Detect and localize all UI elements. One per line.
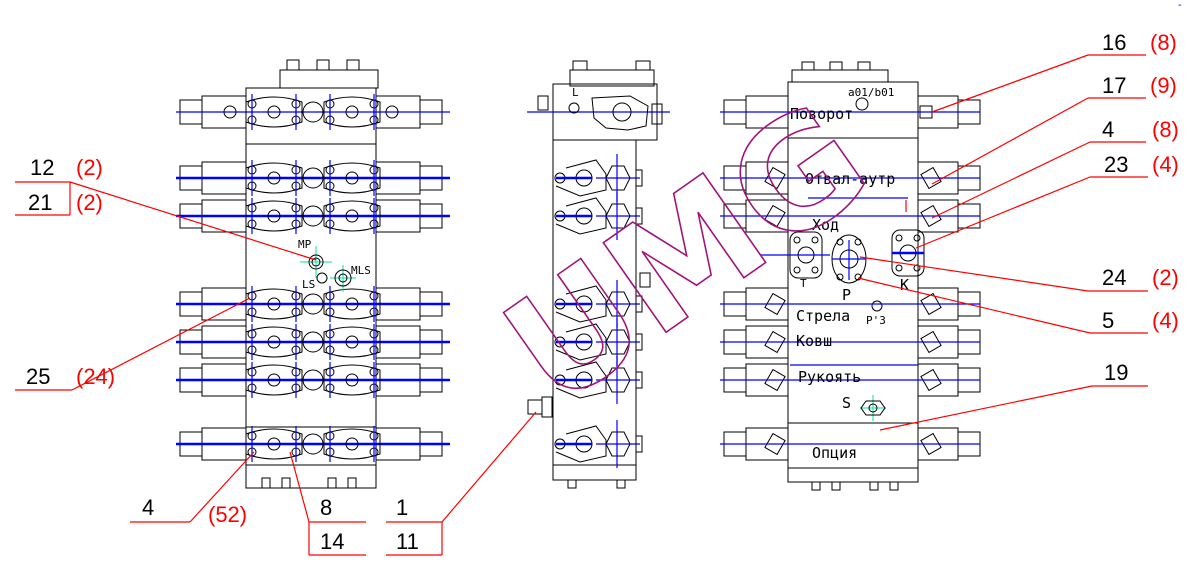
callout-item: 8 bbox=[320, 495, 332, 520]
elbow-fitting-icon bbox=[764, 166, 786, 190]
section-bucket-label: Ковш bbox=[796, 332, 832, 350]
callout-item: 5 bbox=[1102, 308, 1114, 333]
elbow-fitting-icon bbox=[764, 432, 786, 456]
plug-icon bbox=[302, 433, 324, 455]
section-boom-label: Стрела bbox=[796, 307, 850, 325]
spool-row bbox=[176, 426, 450, 462]
plug-icon bbox=[302, 369, 324, 391]
svg-text:L: L bbox=[572, 86, 579, 99]
spool-row bbox=[176, 324, 450, 360]
plug-icon bbox=[302, 167, 324, 189]
callout-qty: (9) bbox=[1150, 73, 1177, 98]
flange-p bbox=[831, 234, 867, 284]
flange-t bbox=[760, 231, 830, 279]
spool-row bbox=[176, 94, 450, 130]
side-section bbox=[554, 318, 643, 366]
mp-port-label: MP bbox=[298, 238, 312, 251]
callout-sub-item: 14 bbox=[320, 529, 344, 554]
port-s-label: S bbox=[842, 394, 851, 412]
elbow-fitting-icon bbox=[920, 330, 942, 354]
spool-row bbox=[176, 198, 450, 234]
callout-item: 17 bbox=[1102, 73, 1126, 98]
elbow-fitting-icon bbox=[764, 292, 786, 316]
callout-qty: (4) bbox=[1152, 308, 1179, 333]
callout-item: 19 bbox=[1104, 360, 1128, 385]
port-p-label: P bbox=[842, 286, 851, 304]
elbow-fitting-icon bbox=[920, 166, 942, 190]
port-t-label: T bbox=[800, 277, 807, 290]
callout-item: 21 bbox=[28, 190, 52, 215]
callout-qty: (2) bbox=[76, 155, 103, 180]
callout-qty: (4) bbox=[1152, 152, 1179, 177]
callout-qty: (2) bbox=[1152, 265, 1179, 290]
callout-item: 4 bbox=[1102, 117, 1114, 142]
elbow-fitting-icon bbox=[764, 204, 786, 228]
callout-qty: (24) bbox=[76, 364, 115, 389]
elbow-fitting-icon bbox=[920, 292, 942, 316]
section-swing-label: Поворот bbox=[790, 105, 853, 123]
callout-item: 24 bbox=[1102, 265, 1126, 290]
port-p3-label: P'3 bbox=[866, 314, 886, 327]
callout-item: 25 bbox=[26, 364, 50, 389]
callout-sub-item: 11 bbox=[396, 529, 419, 554]
callout-item: 1 bbox=[396, 495, 408, 520]
callout-item: 4 bbox=[142, 495, 154, 520]
section-blade-label: Отвал-аутр bbox=[805, 170, 895, 188]
elbow-fitting-icon bbox=[764, 368, 786, 392]
section-travel-label: Ход bbox=[812, 216, 839, 234]
elbow-fitting-icon bbox=[920, 368, 942, 392]
spool-row bbox=[176, 286, 450, 322]
spool-row bbox=[176, 362, 450, 398]
flange-k bbox=[891, 229, 925, 277]
front-view: MP LS MLS bbox=[176, 59, 450, 489]
callout-item: 16 bbox=[1102, 30, 1126, 55]
leader-lines bbox=[15, 54, 1148, 556]
callout-item: 23 bbox=[1104, 152, 1128, 177]
callout-qty: (2) bbox=[76, 190, 103, 215]
elbow-fitting-icon bbox=[764, 330, 786, 354]
top-port-label: a01/b01 bbox=[848, 86, 894, 99]
plug-icon bbox=[302, 205, 324, 227]
plug-icon bbox=[302, 331, 324, 353]
section-arm-label: Рукоять bbox=[798, 368, 861, 386]
side-section bbox=[554, 356, 643, 404]
side-section bbox=[554, 192, 643, 240]
side-section bbox=[554, 420, 643, 468]
callout-qty: (8) bbox=[1152, 117, 1179, 142]
corner-mark: - bbox=[1178, 0, 1182, 11]
plug-icon bbox=[302, 293, 324, 315]
elbow-fitting-icon bbox=[920, 204, 942, 228]
callout-item: 12 bbox=[30, 155, 54, 180]
callout-qty: (52) bbox=[208, 502, 247, 527]
section-option-label: Опция bbox=[812, 444, 857, 462]
ls-port-icon bbox=[316, 272, 328, 284]
mls-port-label: MLS bbox=[351, 264, 371, 277]
s-port bbox=[860, 395, 886, 421]
plug-icon bbox=[302, 101, 324, 123]
side-view: L bbox=[527, 60, 670, 489]
rear-body bbox=[787, 81, 919, 483]
ls-port-label: LS bbox=[302, 278, 315, 291]
elbow-fitting-icon bbox=[920, 432, 942, 456]
top-cap bbox=[279, 69, 379, 89]
port-k-label: K bbox=[900, 276, 909, 294]
spool-row bbox=[176, 160, 450, 196]
callout-qty: (8) bbox=[1150, 30, 1177, 55]
